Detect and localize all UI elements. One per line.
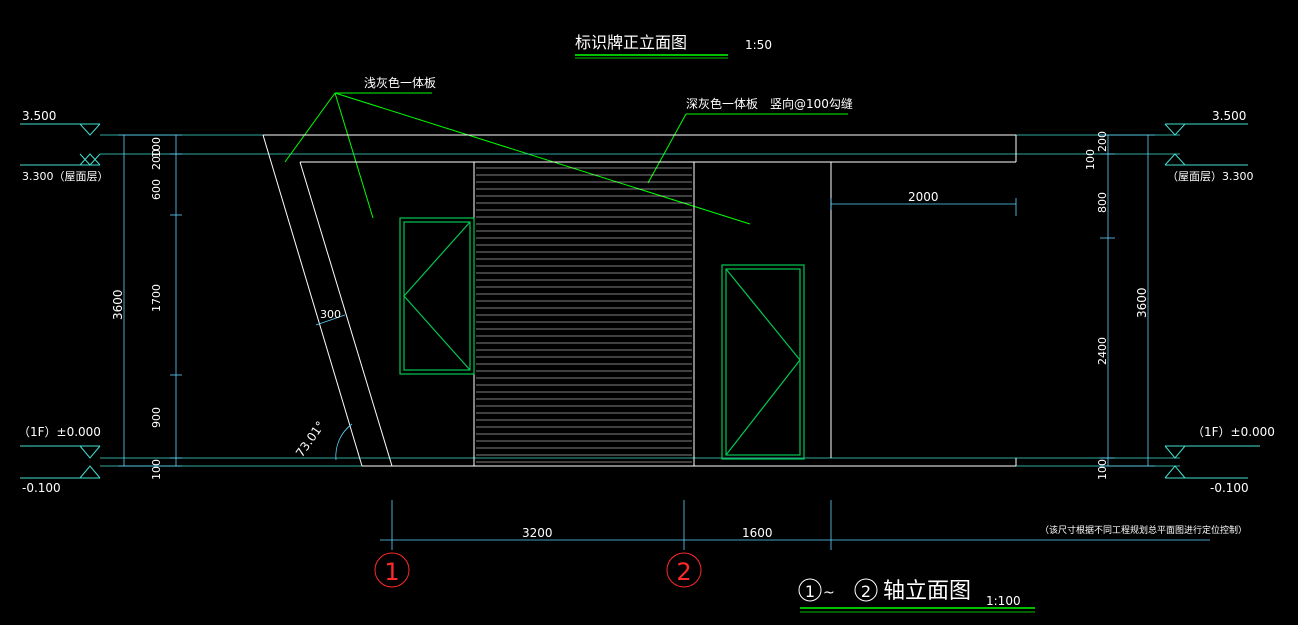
- axis-label-1: 1: [384, 558, 399, 586]
- callout-light-panel-label: 浅灰色一体板: [364, 76, 436, 90]
- bottom-axis-1: 1: [805, 582, 815, 601]
- slant-width-dim: [315, 314, 346, 326]
- callout-light-panel: 浅灰色一体板: [284, 76, 751, 225]
- axis-lines: [380, 500, 1210, 550]
- dim-left-5: 900: [150, 407, 163, 428]
- bottom-title: 1 ~ 2 轴立面图 1:100: [798, 578, 1035, 613]
- right-level-markers: 3.500 （屋面层）3.300 （1F）±0.000 -0.100: [1164, 109, 1275, 495]
- level-right-top: 3.500: [1212, 109, 1246, 123]
- level-left-roof: 3.300（屋面层）: [22, 170, 109, 183]
- dim-bottom-3200: 3200: [522, 526, 553, 540]
- right-dimension-chain: [1100, 134, 1155, 467]
- dim-angle: 73.01°: [293, 419, 328, 460]
- dim-right-4: 2400: [1096, 337, 1109, 365]
- axis-bubble-1: 1: [374, 552, 410, 588]
- bottom-tilde: ~: [823, 585, 835, 601]
- level-left-top: 3.500: [22, 109, 56, 123]
- dim-right-5: 100: [1096, 459, 1109, 480]
- axis-bubble-2: 2: [666, 552, 702, 588]
- dim-bottom-1600: 1600: [742, 526, 773, 540]
- axis-label-2: 2: [676, 558, 691, 586]
- level-right-roof: （屋面层）3.300: [1167, 170, 1254, 183]
- dim-right-2: 200: [1096, 131, 1109, 152]
- level-lines: [100, 134, 1180, 467]
- left-dimension-chain: [118, 134, 182, 467]
- angle-arc: [335, 423, 353, 461]
- dim-left-2: 200: [150, 149, 163, 170]
- dim-left-1: 100: [150, 137, 163, 158]
- bottom-scale: 1:100: [986, 594, 1021, 608]
- dim-right-3: 800: [1096, 192, 1109, 213]
- dim-right-total: 3600: [1135, 287, 1149, 318]
- bottom-title-text: 轴立面图: [883, 579, 971, 604]
- level-left-bottom: -0.100: [22, 481, 61, 495]
- level-right-bottom: -0.100: [1210, 481, 1249, 495]
- drawing-scale: 1:50: [745, 38, 772, 52]
- dim-slant-width: 300: [320, 308, 341, 321]
- bottom-axis-2: 2: [861, 582, 871, 601]
- level-right-ground: （1F）±0.000: [1192, 425, 1275, 439]
- dim-left-6: 100: [150, 459, 163, 480]
- positioning-note: （该尺寸根据不同工程规划总平面图进行定位控制）: [1040, 524, 1247, 536]
- callout-dark-panel: 深灰色一体板 竖向@100勾缝: [647, 96, 853, 184]
- left-level-markers: 3.500 3.300（屋面层） （1F）±0.000 -0.100: [18, 109, 109, 495]
- drawing-title: 标识牌正立面图: [575, 33, 687, 52]
- left-window: [399, 217, 475, 375]
- dim-horizontal-top: 2000: [908, 190, 939, 204]
- horizontal-dim-2000: [830, 198, 1017, 216]
- callout-dark-panel-label: 深灰色一体板 竖向@100勾缝: [686, 96, 853, 111]
- dim-left-total: 3600: [111, 289, 125, 320]
- building-outline: [262, 134, 1017, 467]
- dim-right-1: 100: [1084, 149, 1097, 170]
- dim-left-3: 600: [150, 179, 163, 200]
- dark-panel-frame: [473, 161, 695, 467]
- dark-panel-stripes: [476, 167, 692, 463]
- right-door: [721, 264, 805, 460]
- dim-left-4: 1700: [150, 284, 163, 312]
- level-left-ground: （1F）±0.000: [18, 425, 101, 439]
